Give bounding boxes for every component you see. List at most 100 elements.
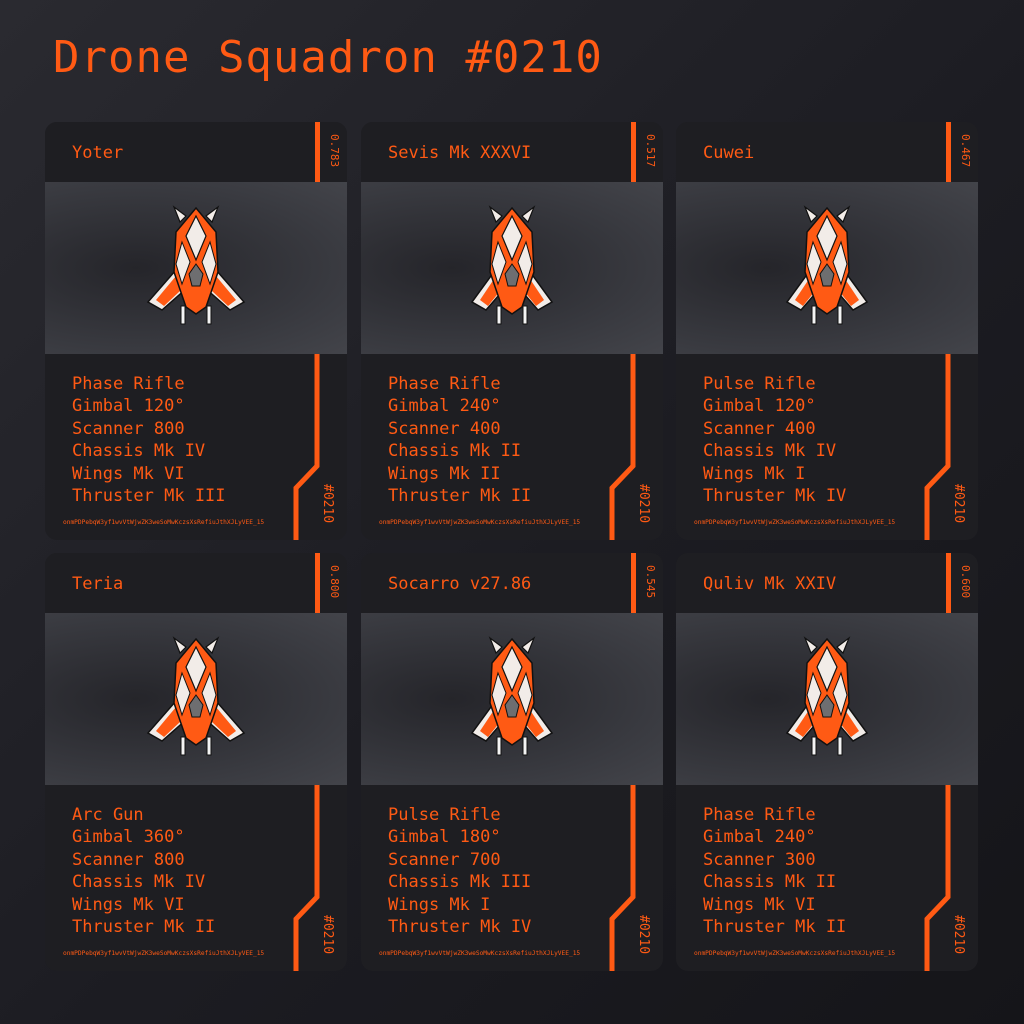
ship-art-panel (45, 182, 347, 354)
stat-line: Scanner 400 (388, 418, 501, 439)
drone-score: 0.467 (959, 134, 972, 168)
drone-name: Sevis Mk XXXVI (388, 143, 532, 163)
squadron-tag: #0210 (951, 484, 966, 524)
drone-score: 0.783 (328, 134, 341, 168)
stat-line: Chassis Mk IV (72, 872, 206, 893)
circuit-trace (293, 785, 320, 971)
stat-line: Scanner 800 (72, 849, 185, 870)
stat-line: Wings Mk VI (703, 894, 816, 915)
ship-panel-left (491, 671, 507, 717)
ship-thruster-left (180, 736, 186, 756)
squadron-tag: #0210 (951, 915, 966, 955)
card-header: Quliv Mk XXIV 0.600 (676, 553, 978, 613)
score-bar-accent (631, 553, 636, 613)
stat-line: Chassis Mk II (703, 872, 837, 893)
drone-score: 0.545 (644, 565, 657, 599)
ship-art-panel (676, 182, 978, 354)
ship-fin-right (836, 636, 851, 655)
stat-line: Gimbal 180° (388, 827, 501, 848)
ship-fin-right (521, 205, 536, 224)
stat-line: Scanner 800 (72, 418, 185, 439)
circuit-trace (609, 785, 636, 971)
stat-line: Pulse Rifle (703, 374, 816, 394)
ship-panel-right (201, 671, 217, 717)
ship-fin-right (205, 205, 220, 224)
stat-line: Scanner 700 (388, 849, 501, 870)
card-header: Sevis Mk XXXVI 0.517 (361, 122, 663, 182)
stat-line: Chassis Mk II (388, 441, 522, 462)
ship-cockpit (501, 214, 523, 262)
circuit-trace (924, 354, 951, 540)
ship-panel-left (806, 240, 822, 286)
ship-icon (785, 636, 869, 756)
ship-art-panel (676, 613, 978, 785)
ship-panel-left (491, 240, 507, 286)
ship-fin-left (488, 636, 503, 655)
ship-thruster-left (496, 736, 502, 756)
ship-fin-right (521, 636, 536, 655)
stat-line: Thruster Mk II (72, 917, 216, 938)
stat-line: Gimbal 240° (703, 827, 816, 848)
circuit-trace (924, 785, 951, 971)
drone-name: Yoter (72, 143, 124, 163)
squadron-tag: #0210 (636, 484, 651, 524)
stat-line: Thruster Mk II (703, 917, 847, 938)
circuit-trace (609, 354, 636, 540)
ship-thruster-right (206, 736, 212, 756)
circuit-trace (293, 354, 320, 540)
ship-art-panel (361, 613, 663, 785)
score-bar-accent (946, 122, 951, 182)
stat-line: Thruster Mk III (72, 486, 226, 507)
ship-fin-right (836, 205, 851, 224)
stat-line: Thruster Mk II (388, 486, 532, 507)
ship-art-panel (45, 613, 347, 785)
ship-cockpit (185, 645, 207, 693)
drone-name: Quliv Mk XXIV (703, 574, 837, 594)
drone-score: 0.517 (644, 134, 657, 168)
card-header: Yoter 0.783 (45, 122, 347, 182)
seed-hash: onmPDPebqW3yf1wvVtWjwZK3weSoMwKczsXsRefi… (63, 950, 265, 957)
drone-name: Teria (72, 574, 124, 594)
stat-line: Thruster Mk IV (703, 486, 847, 507)
ship-icon (146, 205, 246, 325)
seed-hash: onmPDPebqW3yf1wvVtWjwZK3weSoMwKczsXsRefi… (694, 950, 896, 957)
score-bar-accent (631, 122, 636, 182)
stat-line: Gimbal 120° (703, 396, 816, 417)
seed-hash: onmPDPebqW3yf1wvVtWjwZK3weSoMwKczsXsRefi… (379, 950, 581, 957)
ship-icon (470, 636, 554, 756)
ship-fin-left (803, 636, 818, 655)
drone-score: 0.600 (959, 565, 972, 599)
ship-fin-left (488, 205, 503, 224)
stat-line: Phase Rifle (72, 374, 185, 394)
ship-fin-left (172, 636, 187, 655)
ship-thruster-right (837, 736, 843, 756)
stat-line: Wings Mk I (388, 894, 491, 915)
stat-line: Chassis Mk IV (703, 441, 837, 462)
ship-thruster-right (206, 305, 212, 325)
stat-line: Wings Mk I (703, 463, 806, 484)
ship-core (188, 694, 204, 718)
ship-fin-left (172, 205, 187, 224)
ship-icon (785, 205, 869, 325)
ship-panel-left (175, 671, 191, 717)
ship-fin-right (205, 636, 220, 655)
ship-core (819, 263, 835, 287)
ship-icon (470, 205, 554, 325)
ship-panel-right (201, 240, 217, 286)
ship-panel-left (806, 671, 822, 717)
ship-art-panel (361, 182, 663, 354)
ship-thruster-right (522, 736, 528, 756)
page-title: Drone Squadron #0210 (53, 32, 603, 83)
drone-name: Socarro v27.86 (388, 574, 532, 594)
